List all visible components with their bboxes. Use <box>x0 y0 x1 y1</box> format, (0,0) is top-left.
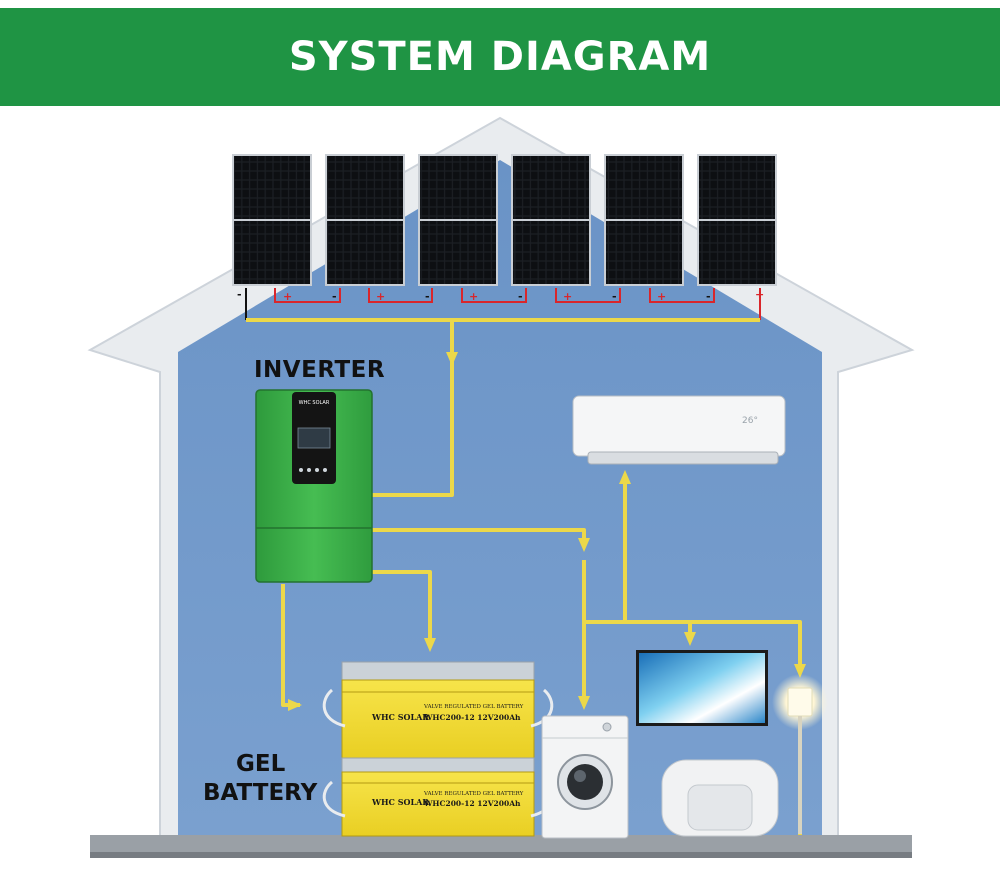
inverter-label: INVERTER <box>254 357 385 383</box>
header-banner: SYSTEM DIAGRAM <box>0 8 1000 106</box>
arrow-down-icon <box>578 538 590 552</box>
solar-panel-icon <box>697 154 777 286</box>
arrow-down-icon <box>446 352 458 366</box>
solar-panel-icon <box>511 154 591 286</box>
terminal-pos: + <box>376 290 385 303</box>
solar-panels <box>232 154 777 286</box>
battery-brand: WHC SOLAR <box>371 797 429 807</box>
panel-wiring <box>245 288 761 320</box>
battery-model: WHC200-12 12V200Ah <box>423 713 521 722</box>
battery-brand: WHC SOLAR <box>371 712 429 722</box>
solar-panel-icon <box>232 154 312 286</box>
floor <box>90 835 912 855</box>
lamp-icon <box>772 674 828 834</box>
battery-type: VALVE REGULATED GEL BATTERY <box>423 791 524 797</box>
terminal-neg: - <box>612 290 617 303</box>
terminal-pos: + <box>563 290 572 303</box>
solar-panel-icon <box>604 154 684 286</box>
battery-icon: WHC SOLAR VALVE REGULATED GEL BATTERY WH… <box>322 661 554 759</box>
wire-arrows <box>288 352 806 711</box>
battery-type: VALVE REGULATED GEL BATTERY <box>423 704 524 710</box>
arrow-down-icon <box>684 632 696 646</box>
arrow-down-icon <box>424 638 436 652</box>
ac-display: 26° <box>742 416 758 426</box>
solar-panel-icon <box>418 154 498 286</box>
washing-machine-icon <box>541 715 629 839</box>
terminal-neg: - <box>332 290 337 303</box>
gel-battery-label-line1: GEL <box>236 751 286 777</box>
arrow-right-icon <box>288 699 302 711</box>
page-title: SYSTEM DIAGRAM <box>288 34 712 80</box>
arrow-down-icon <box>578 696 590 710</box>
terminal-neg: - <box>237 288 242 301</box>
arrow-up-icon <box>619 470 631 484</box>
battery-model: WHC200-12 12V200Ah <box>423 799 521 808</box>
terminal-neg: - <box>706 290 711 303</box>
terminal-pos: + <box>283 290 292 303</box>
battery-icon: WHC SOLAR VALVE REGULATED GEL BATTERY WH… <box>322 757 554 837</box>
tv-icon <box>636 650 768 726</box>
terminal-neg: - <box>518 290 523 303</box>
air-conditioner-icon: 26° <box>572 395 786 465</box>
terminal-neg: - <box>425 290 430 303</box>
solar-panel-icon <box>325 154 405 286</box>
terminal-pos: + <box>755 288 764 301</box>
terminal-pos: + <box>469 290 478 303</box>
terminal-pos: + <box>657 290 666 303</box>
inverter-brand: WHC SOLAR <box>299 400 330 406</box>
armchair-icon <box>661 759 779 837</box>
inverter-icon: WHC SOLAR <box>255 389 373 583</box>
arrow-down-icon <box>794 664 806 678</box>
gel-battery-label-line2: BATTERY <box>203 780 318 806</box>
panel-terminal-marks: - + - + - + - + - + - + <box>237 288 764 303</box>
